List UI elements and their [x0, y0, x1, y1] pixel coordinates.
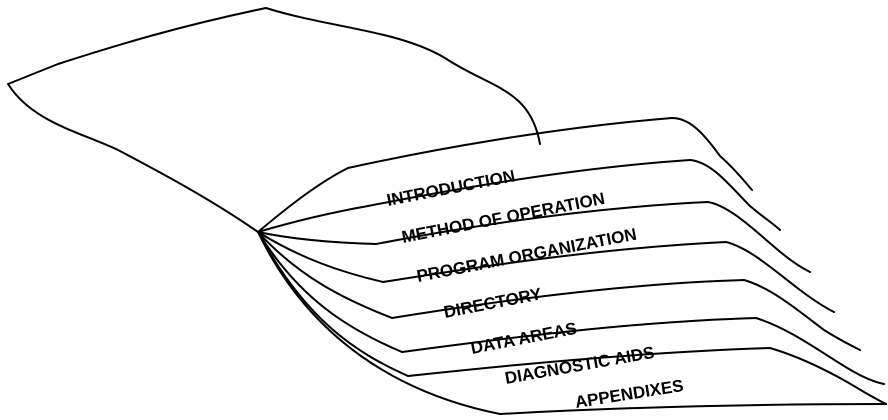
tab-label-data-areas: DATA AREAS — [469, 319, 578, 358]
section-tab-data-areas: DATA AREAS — [391, 279, 861, 358]
tab-label-diagnostic-aids: DIAGNOSTIC AIDS — [503, 343, 655, 388]
book-spine — [257, 167, 501, 415]
tab-label-introduction: INTRODUCTION — [385, 166, 517, 210]
bottom-page-edge — [499, 403, 887, 415]
section-tab-introduction: INTRODUCTION — [347, 117, 753, 210]
book-back-cover — [7, 7, 541, 233]
